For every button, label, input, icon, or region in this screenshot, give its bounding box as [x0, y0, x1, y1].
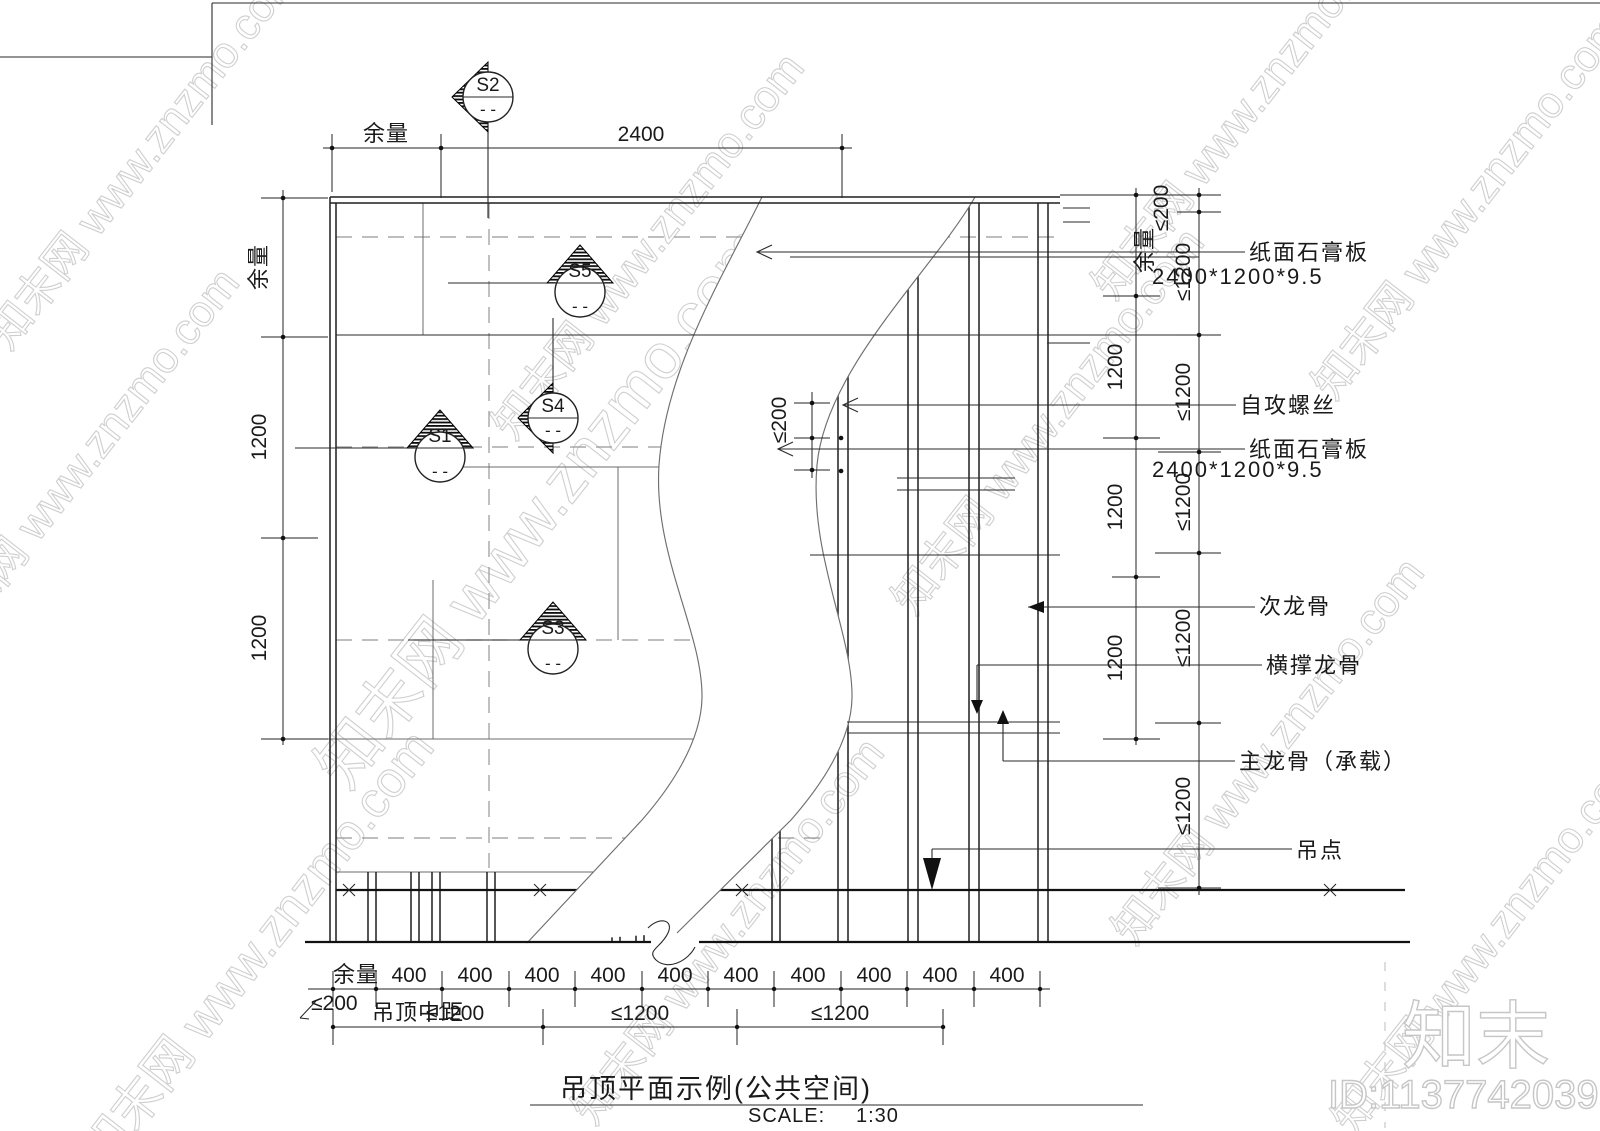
annotation-main-keel: 主龙骨（承载） [1239, 749, 1407, 774]
symbol-s2-label: S2 [476, 75, 499, 96]
watermark-text: 知末网 www.znzmo.com [69, 720, 445, 1131]
symbol-s3-dashes: - - [545, 654, 561, 673]
symbol-s1: S1 - - [295, 409, 475, 483]
keel-grid-verticals [771, 203, 1049, 942]
drawing-title: 吊顶平面示例(公共空间) [560, 1074, 872, 1104]
symbol-s4-dashes: - - [545, 421, 561, 440]
dim-top-span: 2400 [618, 123, 665, 146]
symbol-s2-dashes: - - [480, 100, 496, 119]
dim-b2-1200b: ≤1200 [611, 1002, 669, 1025]
scale-value: 1:30 [856, 1105, 899, 1127]
keel-grid-horizontals [336, 207, 1199, 734]
annotation-plasterboard-2: 纸面石膏板 [1249, 437, 1369, 462]
dim-400: 400 [922, 964, 957, 987]
symbol-s1-dashes: - - [432, 462, 448, 481]
dim-400: 400 [657, 964, 692, 987]
right-outer-dimension-chain: ≤200 ≤1200 ≤1200 ≤1200 ≤1200 ≤1200 [1150, 185, 1221, 895]
break-band [526, 196, 976, 944]
symbol-s4: S4 - - [517, 318, 579, 455]
watermark-text: 知末网 www.znzmo.com [1303, 4, 1600, 408]
break-squiggle [647, 920, 696, 966]
left-dimension-chain: 余量 1200 1200 [246, 190, 328, 745]
dim-rin-margin: 余量 [1132, 227, 1157, 273]
annotation-board-size-2: 2400*1200*9.5 [1152, 457, 1324, 482]
symbol-s2: S2 - - [451, 60, 514, 218]
dim-rin-1200c: 1200 [1104, 635, 1127, 682]
annotation-cross-brace-keel: 横撑龙骨 [1266, 653, 1362, 678]
dim-400: 400 [457, 964, 492, 987]
dim-400: 400 [723, 964, 758, 987]
dim-rout-200: ≤200 [1150, 185, 1173, 232]
dim-b2-1200a: ≤1200 [426, 1002, 484, 1025]
top-dimension-chain: 余量 2400 [323, 121, 852, 198]
symbol-s5: S5 - - [448, 244, 615, 318]
dim-rout-1200b: ≤1200 [1172, 363, 1195, 421]
symbol-s3-label: S3 [541, 618, 564, 639]
annotation-leaders: 纸面石膏板 2400*1200*9.5 自攻螺丝 纸面石膏板 2400*1200… [755, 240, 1407, 890]
dim-400: 400 [790, 964, 825, 987]
bottom-dimension-chain-2: ≤200 吊顶中距 ≤1200 ≤1200 ≤1200 [299, 992, 946, 1045]
dim-rout-1200e: ≤1200 [1172, 777, 1195, 835]
scale-label: SCALE: [748, 1105, 825, 1127]
annotation-board-size-1: 2400*1200*9.5 [1152, 264, 1324, 289]
dim-rin-1200b: 1200 [1104, 484, 1127, 531]
dim-400: 400 [989, 964, 1024, 987]
watermark-id: ID:1137742039 [1328, 1073, 1599, 1117]
symbol-s1-label: S1 [428, 426, 451, 447]
annotation-secondary-keel: 次龙骨 [1259, 594, 1331, 619]
dim-400: 400 [856, 964, 891, 987]
watermark-logo-block: 知末 ID:1137742039 [1327, 962, 1599, 1128]
watermark-logo: 知末 [1402, 995, 1550, 1078]
dim-rout-1200d: ≤1200 [1172, 609, 1195, 667]
dim-b2-1200c: ≤1200 [811, 1002, 869, 1025]
dim-left-margin: 余量 [246, 244, 271, 290]
bottom-stud-band [336, 872, 1405, 942]
plan-borders [305, 196, 1410, 966]
dim-400: 400 [391, 964, 426, 987]
dim-top-margin: 余量 [363, 121, 409, 146]
annotation-hanging-point: 吊点 [1296, 838, 1344, 863]
dim-400: 400 [590, 964, 625, 987]
break-curve-right [676, 196, 976, 934]
symbol-s5-label: S5 [568, 261, 591, 282]
dim-offset-200: ≤200 [311, 992, 358, 1015]
dim-left-1200a: 1200 [248, 414, 271, 461]
dim-400: 400 [524, 964, 559, 987]
watermark-text: 知末网 www.znzmo.com [0, 0, 309, 358]
dim-rout-1200a: ≤1200 [1172, 243, 1195, 301]
break-curve-left [526, 196, 763, 944]
dim-center-spacing-label: 吊顶中距 [372, 1000, 464, 1025]
right-inner-dimension-chain: 余量 1200 1200 1200 [1060, 188, 1221, 745]
title-block: 吊顶平面示例(公共空间) SCALE: 1:30 [530, 1074, 1143, 1127]
symbol-s4-label: S4 [541, 396, 565, 417]
dim-panel-edge-200: ≤200 [768, 397, 791, 444]
bottom-dimension-chain-1: 余量 400 400 400 400 400 400 400 400 400 4… [308, 962, 1050, 1007]
sheet-frame [0, 2, 1600, 125]
panel-edge-dimension: ≤200 [768, 392, 844, 478]
dim-rout-1200c: ≤1200 [1172, 473, 1195, 531]
annotation-plasterboard-1: 纸面石膏板 [1249, 240, 1369, 265]
symbol-s5-dashes: - - [572, 297, 588, 316]
dim-left-1200b: 1200 [248, 615, 271, 662]
symbol-s3: S3 - - [408, 601, 588, 675]
annotation-screw: 自攻螺丝 [1240, 393, 1336, 418]
dim-rin-1200a: 1200 [1104, 344, 1127, 391]
dim-bottom-margin: 余量 [333, 962, 379, 987]
